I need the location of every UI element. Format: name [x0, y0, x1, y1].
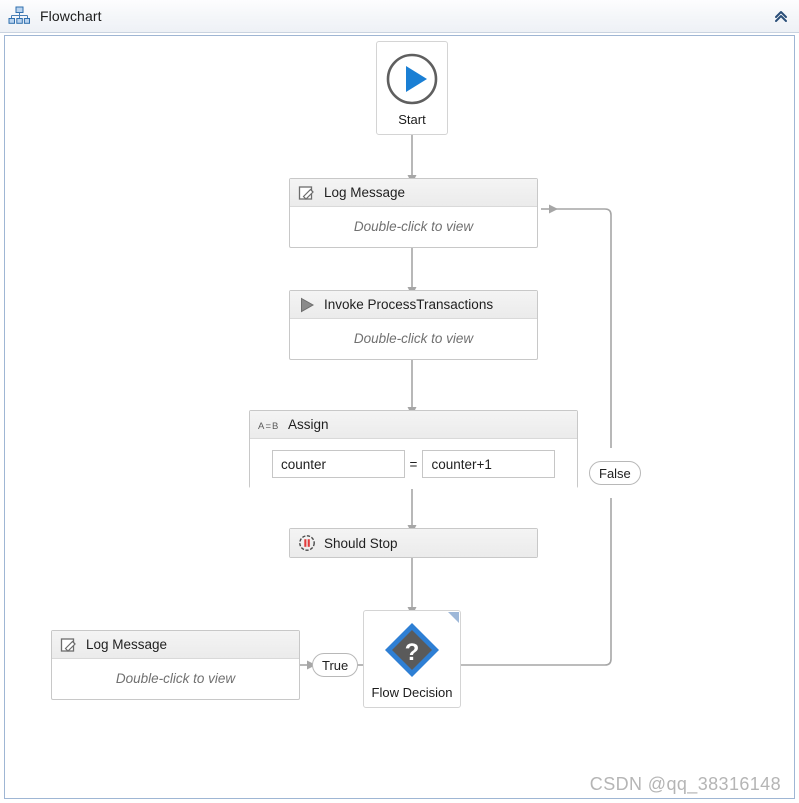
- double-click-hint: Double-click to view: [353, 218, 474, 234]
- node-header: Should Stop: [290, 529, 537, 557]
- edge-label-false: False: [589, 461, 641, 485]
- node-log-message-top[interactable]: Log Message Double-click to view: [289, 178, 538, 248]
- question-diamond-icon: ?: [381, 619, 443, 681]
- svg-text:A: A: [258, 421, 265, 432]
- double-click-hint: Double-click to view: [115, 670, 236, 686]
- watermark-text: CSDN @qq_38316148: [589, 774, 781, 794]
- invoke-play-icon: [298, 296, 316, 314]
- svg-text:=: =: [266, 421, 272, 432]
- node-invoke-process-transactions[interactable]: Invoke ProcessTransactions Double-click …: [289, 290, 538, 360]
- assign-expression-row: counter = counter+1: [250, 439, 577, 489]
- edit-pencil-icon: [60, 636, 78, 654]
- assign-value-field[interactable]: counter+1: [422, 450, 555, 478]
- node-title: Log Message: [324, 185, 406, 200]
- collapse-panel-button[interactable]: [771, 6, 791, 26]
- node-header: Log Message: [290, 179, 537, 207]
- node-header: Invoke ProcessTransactions: [290, 291, 537, 319]
- svg-text:B: B: [272, 421, 278, 432]
- node-body[interactable]: Double-click to view: [290, 207, 537, 245]
- node-header: Log Message: [52, 631, 299, 659]
- node-start[interactable]: Start: [376, 41, 448, 135]
- node-header: A = B Assign: [250, 411, 577, 439]
- node-assign[interactable]: A = B Assign counter = counter+1: [249, 410, 578, 489]
- node-body[interactable]: Double-click to view: [290, 319, 537, 357]
- pause-circle-icon: [298, 534, 316, 552]
- node-title: Invoke ProcessTransactions: [324, 297, 494, 312]
- node-log-message-bottom[interactable]: Log Message Double-click to view: [51, 630, 300, 700]
- node-title: Log Message: [86, 637, 168, 652]
- hierarchy-icon: [8, 6, 30, 26]
- edge-label-true: True: [312, 653, 359, 677]
- node-title: Assign: [288, 417, 329, 432]
- a-equals-b-icon: A = B: [258, 418, 280, 432]
- double-click-hint: Double-click to view: [353, 330, 474, 346]
- panel-title-bar: Flowchart: [0, 0, 799, 33]
- node-should-stop[interactable]: Should Stop: [289, 528, 538, 558]
- svg-text:?: ?: [405, 639, 420, 666]
- edit-pencil-icon: [298, 184, 316, 202]
- chevron-double-up-icon: [773, 8, 789, 24]
- node-flow-decision-label: Flow Decision: [371, 684, 453, 700]
- decision-corner-marker: [448, 612, 459, 623]
- panel-title: Flowchart: [40, 8, 102, 24]
- play-circle-icon: [383, 50, 441, 108]
- node-body[interactable]: Double-click to view: [52, 659, 299, 697]
- node-flow-decision[interactable]: ? Flow Decision: [363, 610, 461, 708]
- flowchart-canvas[interactable]: Start Log Message Double-click to view: [4, 35, 795, 799]
- node-start-label: Start: [398, 111, 426, 127]
- assign-to-field[interactable]: counter: [272, 450, 405, 478]
- assign-operator: =: [409, 456, 418, 472]
- node-title: Should Stop: [324, 535, 398, 551]
